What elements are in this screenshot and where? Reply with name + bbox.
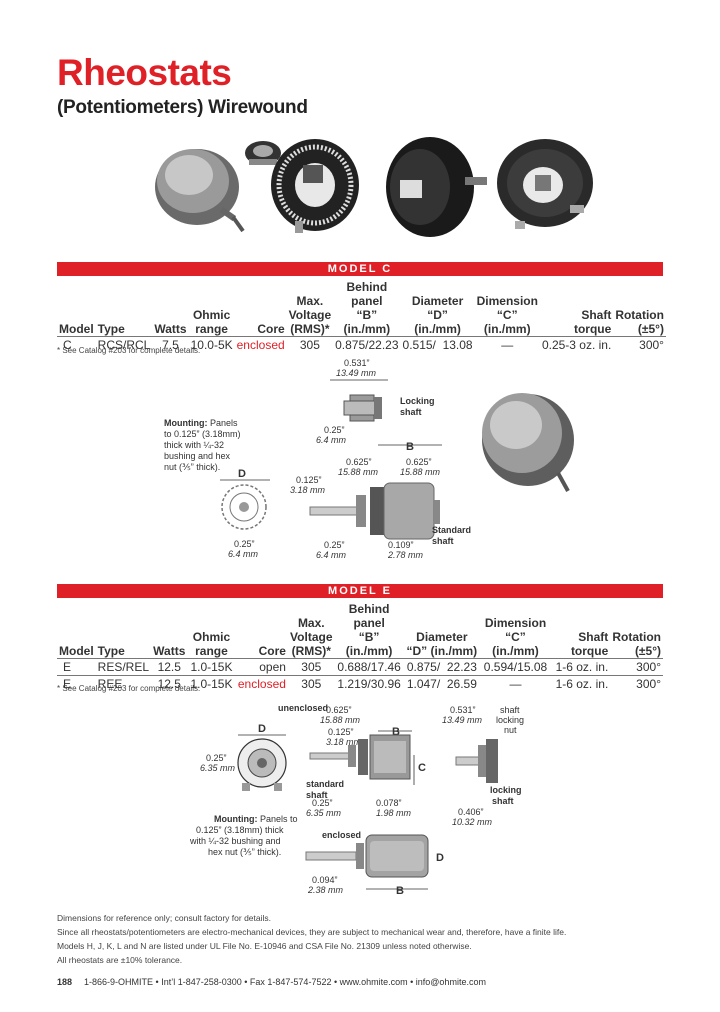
svg-text:shaft: shaft [500,705,520,715]
svg-text:0.531”: 0.531” [450,705,476,715]
svg-text:15.88 mm: 15.88 mm [320,715,361,725]
svg-text:0.625”: 0.625” [406,457,432,467]
mounting-note-c: Mounting: Panels [164,418,238,428]
page-subtitle: (Potentiometers) Wirewound [57,97,308,118]
svg-text:Standard: Standard [432,525,471,535]
footnote-1: Dimensions for reference only; consult f… [57,913,272,923]
photo-model-c-right [482,393,574,492]
svg-text:0.25”: 0.25” [324,540,345,550]
svg-text:3.18 mm: 3.18 mm [290,485,326,495]
svg-text:0.625”: 0.625” [346,457,372,467]
svg-text:C: C [418,762,426,774]
svg-text:thick with ¼-32: thick with ¼-32 [164,440,224,450]
svg-text:0.094”: 0.094” [312,875,338,885]
svg-text:nut: nut [504,725,517,735]
svg-text:0.109”: 0.109” [388,540,414,550]
product-photos [155,137,593,237]
svg-text:0.078”: 0.078” [376,798,402,808]
svg-text:2.78 mm: 2.78 mm [387,550,424,560]
table-row: C RCS/RCL 7.5 10.0-5K enclosed 305 0.875… [57,336,666,353]
model-c-footnote: * See Catalog #203 for complete details. [57,346,201,355]
svg-text:0.25”: 0.25” [206,753,227,763]
svg-text:2.38 mm: 2.38 mm [307,885,344,895]
photo-small-rheostat [245,141,281,165]
svg-text:6.35 mm: 6.35 mm [306,808,342,818]
svg-text:3.18 mm: 3.18 mm [326,737,362,747]
svg-text:D: D [258,723,266,735]
svg-text:locking: locking [490,785,522,795]
contact-info: 1-866-9-OHMITE • Int’l 1-847-258-0300 • … [84,977,486,987]
svg-text:standard: standard [306,779,344,789]
model-c-diagram: Mounting: Panels to 0.125” (3.18mm) thic… [164,358,574,560]
svg-text:0.625”: 0.625” [326,705,352,715]
model-e-bar: MODEL E [57,584,663,598]
svg-text:nut (⅗” thick).: nut (⅗” thick). [164,462,220,472]
model-c-bar: MODEL C [57,262,663,276]
photo-model-e-open [271,139,359,233]
svg-text:D: D [436,852,444,864]
svg-text:shaft: shaft [492,796,514,806]
svg-text:bushing and hex: bushing and hex [164,451,231,461]
model-e-footnote: * See Catalog #203 for complete details. [57,684,201,693]
svg-text:13.49 mm: 13.49 mm [442,715,483,725]
photo-large-rheostat [497,139,593,229]
svg-text:unenclosed: unenclosed [278,703,328,713]
footnote-3: Models H, J, K, L and N are listed under… [57,941,472,951]
svg-text:Locking: Locking [400,396,435,406]
svg-text:hex nut (⅗” thick).: hex nut (⅗” thick). [208,847,281,857]
page-footer: 188 1-866-9-OHMITE • Int’l 1-847-258-0300… [57,977,486,987]
svg-text:6.35 mm: 6.35 mm [200,763,236,773]
table-row: E RES/REL 12.5 1.0-15K open 305 0.688/17… [57,658,663,676]
footnote-2: Since all rheostats/potentiometers are e… [57,927,567,937]
svg-text:0.125” (3.18mm) thick: 0.125” (3.18mm) thick [196,825,284,835]
photo-model-c [155,149,245,233]
svg-text:0.531”: 0.531” [344,358,370,368]
table-row: E REE 12.5 1.0-15K enclosed 305 1.219/30… [57,675,663,692]
svg-text:0.406”: 0.406” [458,807,484,817]
svg-text:15.88 mm: 15.88 mm [400,467,441,477]
svg-text:with ¼-32 bushing and: with ¼-32 bushing and [189,836,281,846]
svg-text:0.25”: 0.25” [312,798,333,808]
svg-text:B: B [406,441,414,453]
svg-text:0.125”: 0.125” [328,727,354,737]
svg-text:6.4 mm: 6.4 mm [316,435,347,445]
svg-text:15.88 mm: 15.88 mm [338,467,379,477]
photo-black-rheostat [386,137,487,237]
svg-text:0.25”: 0.25” [234,539,255,549]
svg-text:D: D [238,468,246,480]
svg-text:0.125”: 0.125” [296,475,322,485]
page-title: Rheostats [57,52,232,93]
svg-text:13.49 mm: 13.49 mm [336,368,377,378]
svg-text:0.25”: 0.25” [324,425,345,435]
svg-text:1.98 mm: 1.98 mm [376,808,412,818]
svg-text:shaft: shaft [306,790,328,800]
svg-text:shaft: shaft [432,536,454,546]
svg-text:enclosed: enclosed [322,830,361,840]
model-e-diagram: D 0.25” 6.35 mm Mounting: Panels to 0.12… [189,703,524,897]
svg-text:locking: locking [496,715,524,725]
svg-text:10.32 mm: 10.32 mm [452,817,493,827]
svg-text:to 0.125” (3.18mm): to 0.125” (3.18mm) [164,429,241,439]
svg-text:B: B [392,726,400,738]
svg-text:6.4 mm: 6.4 mm [228,549,259,559]
mounting-note-e: Mounting: Panels to [214,814,298,824]
footnote-4: All rheostats are ±10% tolerance. [57,955,183,965]
page-number: 188 [57,977,73,987]
svg-text:B: B [396,885,404,897]
svg-text:6.4 mm: 6.4 mm [316,550,347,560]
svg-text:shaft: shaft [400,407,422,417]
